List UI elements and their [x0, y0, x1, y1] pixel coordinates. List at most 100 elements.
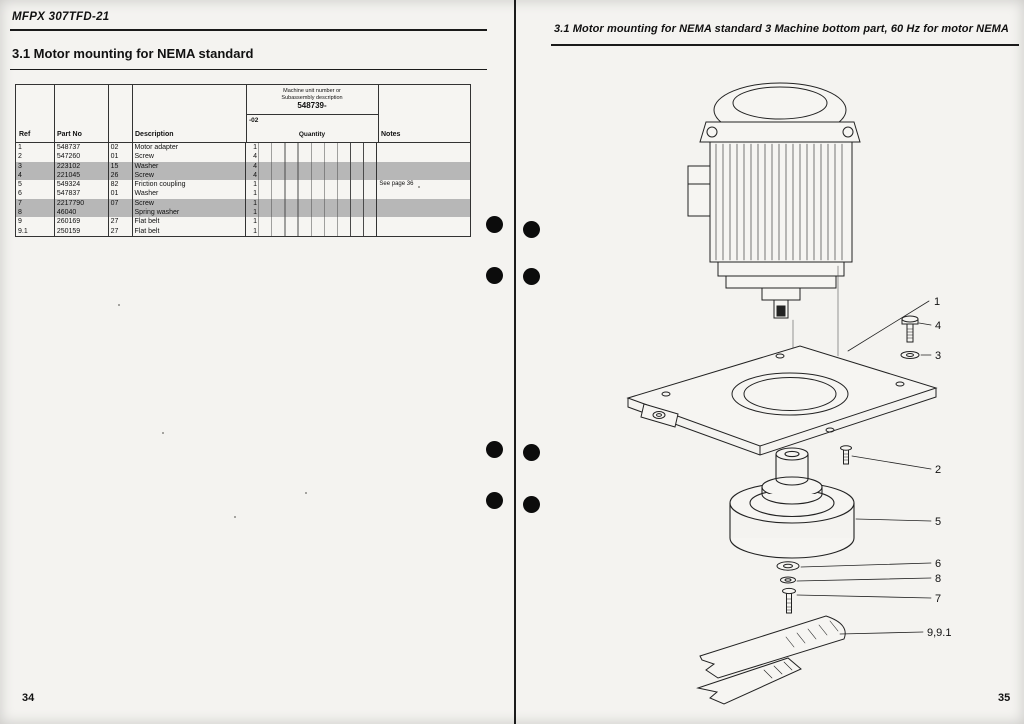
column-divider — [378, 85, 379, 142]
callout-3: 3 — [935, 350, 941, 362]
cell-quantity-group: 1 — [245, 226, 377, 236]
callout-6: 6 — [935, 558, 941, 570]
binder-hole — [486, 267, 503, 284]
cell-description: Screw — [131, 198, 246, 209]
cell-ref: 7 — [18, 199, 22, 207]
scan-speck — [305, 492, 307, 494]
callout-8: 8 — [935, 573, 941, 585]
cell-notes — [376, 161, 470, 171]
cell-quantity-group: 4 — [245, 152, 377, 162]
cell-notes — [376, 217, 470, 227]
cell-quantity: 4 — [253, 171, 257, 179]
leader-lines — [796, 300, 932, 635]
cell-ref: 3 — [18, 162, 22, 170]
cell-notes — [376, 152, 470, 162]
cell-quantity-group: 1 — [245, 180, 377, 190]
cell-ref: 2 — [18, 153, 22, 161]
right-page-header: 3.1 Motor mounting for NEMA standard 3 M… — [554, 23, 1009, 35]
cell-part-suffix: 07 — [107, 198, 132, 209]
cell-part-no: 260169 — [53, 217, 108, 227]
page-number-right: 35 — [998, 692, 1011, 704]
scan-speck — [418, 186, 420, 188]
cell-quantity: 1 — [253, 209, 257, 217]
cell-description: Motor adapter — [131, 143, 246, 153]
cell-part-no: 547837 — [53, 189, 108, 199]
machine-unit-line2: Subassembly description — [281, 94, 343, 101]
section-title: 3.1 Motor mounting for NEMA standard — [12, 46, 254, 61]
cell-notes: See page 36 — [376, 180, 470, 190]
cell-quantity: 4 — [253, 162, 257, 170]
cell-part-no: 549324 — [53, 180, 108, 190]
binder-hole — [486, 216, 503, 233]
binder-hole — [486, 441, 503, 458]
cell-part-suffix: 27 — [107, 217, 132, 227]
cell-description: Washer — [131, 161, 246, 171]
col-header-variant: -02 — [249, 117, 259, 124]
page-number-left: 34 — [22, 692, 35, 704]
cell-notes — [376, 143, 470, 153]
cell-description: Screw — [131, 152, 246, 162]
col-header-notes: Notes — [381, 131, 401, 138]
exploded-diagram: 1 4 3 2 5 6 8 7 9,9.1 — [626, 82, 951, 705]
col-header-quantity: Quantity — [298, 131, 326, 138]
parts-table-header: Machine unit number or Subassembly descr… — [16, 85, 470, 143]
column-divider — [108, 85, 109, 142]
binder-hole — [523, 496, 540, 513]
cell-quantity: 1 — [253, 190, 257, 198]
document-code: MFPX 307TFD-21 — [12, 11, 110, 23]
cell-quantity: 4 — [253, 153, 257, 161]
mounting-plate — [626, 345, 938, 456]
machine-unit-line1: Machine unit number or — [283, 88, 341, 94]
scan-speck — [118, 304, 120, 306]
cell-part-suffix: 01 — [107, 189, 132, 199]
left-page: MFPX 307TFD-21 3.1 Motor mounting for NE… — [10, 11, 487, 704]
binder-hole — [523, 221, 540, 238]
cell-notes — [376, 226, 470, 236]
cell-quantity: 1 — [253, 181, 257, 189]
screw-4 — [901, 315, 919, 343]
cell-part-suffix — [107, 208, 132, 218]
column-divider — [246, 85, 247, 142]
cell-ref: 8 — [18, 209, 22, 217]
callout-7: 7 — [935, 593, 941, 605]
washer-3 — [900, 351, 920, 359]
cell-notes — [376, 189, 470, 199]
col-header-ref: Ref — [19, 131, 31, 138]
scan-speck — [234, 516, 236, 518]
subassembly-number: 548739- — [297, 101, 327, 110]
binder-hole — [523, 268, 540, 285]
friction-coupling — [729, 447, 855, 559]
cell-quantity-group: 1 — [245, 208, 377, 218]
right-header-rule — [551, 44, 1019, 46]
cell-quantity: 1 — [253, 144, 257, 151]
cell-part-suffix: 27 — [107, 226, 132, 236]
spring-washer-8 — [780, 576, 796, 584]
callout-1: 1 — [934, 296, 940, 308]
cell-quantity: 1 — [253, 227, 257, 235]
cell-quantity: 1 — [253, 199, 257, 207]
cell-part-suffix: 82 — [107, 180, 132, 190]
cell-ref: 9 — [18, 218, 22, 226]
cell-part-no: 223102 — [53, 161, 108, 171]
callout-9-91: 9,9.1 — [927, 627, 951, 639]
cell-quantity-group: 4 — [245, 161, 377, 171]
column-divider — [54, 85, 55, 142]
washer-6 — [776, 561, 800, 571]
cell-part-suffix: 01 — [107, 152, 132, 162]
cell-part-suffix: 15 — [107, 161, 132, 171]
cell-part-no: 250159 — [53, 226, 108, 236]
col-header-part-no: Part No — [57, 131, 82, 138]
cell-quantity-group: 1 — [245, 189, 377, 199]
machine-unit-header: Machine unit number or Subassembly descr… — [246, 85, 378, 115]
parts-table: Machine unit number or Subassembly descr… — [15, 84, 471, 237]
cell-ref: 4 — [18, 171, 22, 179]
